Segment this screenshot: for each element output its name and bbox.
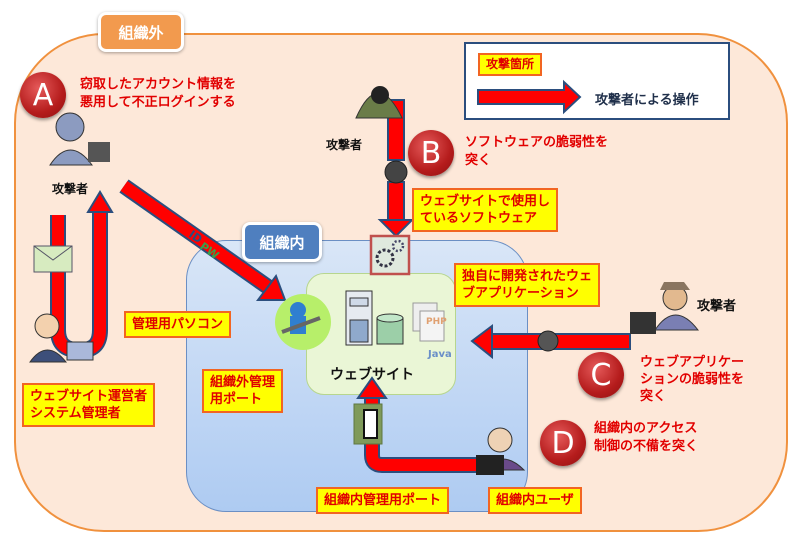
- attack-badge-c: C: [578, 352, 624, 398]
- attack-a-desc-line2: 悪用して不正ログインする: [80, 95, 236, 110]
- file-java-label: Java: [427, 349, 452, 360]
- callout-operator: ウェブサイト運営者 システム管理者: [22, 383, 156, 427]
- attack-c-desc-line1: ウェブアプリケー: [640, 355, 745, 370]
- callout-webapp-line1: 独自に開発されたウェ: [462, 269, 593, 284]
- bomb-icon-c: [537, 330, 559, 352]
- attacker-b-label: 攻撃者: [326, 138, 363, 152]
- arrowhead-a-up: [86, 190, 114, 213]
- callout-webapp: 独自に開発されたウェ ブアプリケーション: [454, 263, 601, 307]
- attack-arrow-a-login: [120, 181, 272, 292]
- arrowhead-a-login: [256, 273, 287, 301]
- attack-c-desc-line3: 突く: [640, 389, 667, 404]
- callout-external-port-line1: 組織外管理: [210, 375, 276, 390]
- callout-software-line1: ウェブサイトで使用し: [420, 194, 551, 209]
- envelope-icon: [33, 245, 73, 273]
- attack-c-desc-line2: ションの脆弱性を: [640, 372, 745, 387]
- attacker-a-icon: [49, 112, 110, 166]
- file-php-label: PHP: [426, 317, 447, 327]
- legend-callout-sample: 攻撃箇所: [478, 53, 543, 76]
- callout-admin-pc: 管理用パソコン: [124, 311, 232, 338]
- legend-arrow-label: 攻撃者による操作: [595, 93, 699, 108]
- attacker-c-label: 攻撃者: [697, 299, 737, 314]
- callout-internal-port: 組織内管理用ポート: [316, 487, 450, 514]
- callout-software: ウェブサイトで使用し ているソフトウェア: [412, 188, 559, 232]
- operator-icon: [29, 313, 94, 363]
- attack-arrow-a-steal: [50, 205, 108, 358]
- internal-user-icon: [476, 427, 526, 475]
- source-files-icon: [412, 302, 445, 342]
- callout-external-port-line2: 用ポート: [210, 392, 263, 407]
- attack-badge-d: D: [540, 420, 586, 466]
- callout-external-port: 組織外管理 用ポート: [202, 369, 284, 413]
- arrowhead-c-left: [470, 324, 493, 360]
- attack-badge-a: A: [20, 72, 66, 118]
- attack-badge-b: B: [408, 130, 454, 176]
- callout-software-line2: ているソフトウェア: [420, 211, 538, 226]
- attacker-b-icon: [355, 86, 403, 119]
- website-label: ウェブサイト: [330, 367, 414, 383]
- callout-operator-line1: ウェブサイト運営者: [30, 389, 148, 404]
- server-icon: [345, 290, 373, 346]
- arrowhead-d-up: [356, 376, 388, 399]
- attacker-a-label: 攻撃者: [52, 182, 89, 196]
- attacker-c-icon: [630, 282, 700, 334]
- bomb-icon: [384, 160, 408, 184]
- attack-arrow-d: [366, 395, 495, 471]
- inside-org-label: 組織内: [242, 222, 322, 262]
- attack-a-desc-line1: 窃取したアカウント情報を: [80, 77, 237, 92]
- database-icon: [376, 313, 404, 345]
- outside-org-label: 組織外: [98, 12, 184, 52]
- attack-d-desc-line1: 組織内のアクセス: [594, 421, 698, 436]
- attack-b-desc-line1: ソフトウェアの脆弱性を: [465, 135, 609, 150]
- arrowhead-b-down: [377, 219, 415, 238]
- callout-internal-user: 組織内ユーザ: [488, 487, 582, 514]
- callout-webapp-line2: ブアプリケーション: [462, 286, 579, 301]
- credential-id-label: ID: [186, 228, 204, 246]
- attack-b-desc-line2: 突く: [465, 153, 492, 168]
- callout-operator-line2: システム管理者: [30, 406, 121, 421]
- attack-d-desc-line2: 制御の不備を突く: [594, 439, 699, 454]
